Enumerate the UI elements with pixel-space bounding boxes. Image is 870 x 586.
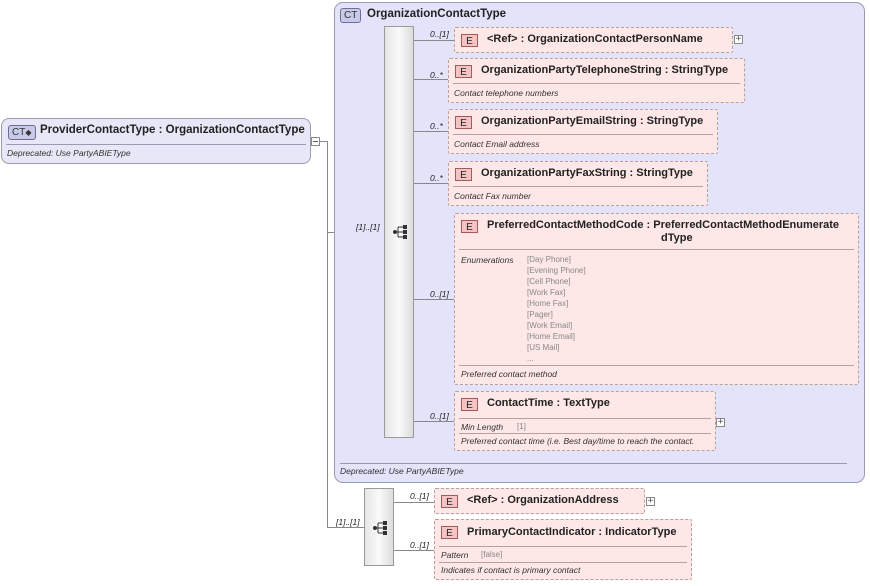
divider (459, 433, 711, 434)
element-icon: E (455, 116, 472, 129)
element-organization-address[interactable]: E <Ref> : OrganizationAddress (434, 488, 645, 514)
complex-type-annotation: Deprecated: Use PartyABIEType (340, 466, 464, 476)
divider (439, 562, 687, 563)
connector (414, 421, 454, 422)
connector (394, 502, 434, 503)
divider (453, 186, 703, 187)
expand-icon[interactable]: + (646, 496, 655, 506)
connector (414, 40, 454, 41)
element-documentation: Indicates if contact is primary contact (441, 565, 581, 575)
element-name: OrganizationPartyTelephoneString : Strin… (481, 64, 729, 76)
divider (459, 365, 854, 366)
element-documentation: Contact Email address (454, 139, 540, 149)
enum-value: [Work Email] (527, 321, 573, 330)
sequence-compositor[interactable] (364, 488, 394, 566)
enum-value: [Home Email] (527, 332, 576, 341)
element-icon: E (461, 34, 478, 47)
element-organization-contact-person-name[interactable]: E <Ref> : OrganizationContactPersonName (454, 27, 733, 53)
enum-value: [Evening Phone] (527, 266, 586, 275)
element-documentation: Contact telephone numbers (454, 88, 559, 98)
element-documentation: Preferred contact time (i.e. Best day/ti… (461, 436, 695, 446)
complex-type-icon: CT◆ (8, 125, 36, 140)
enumerations-label: Enumerations (461, 255, 514, 265)
element-name: ContactTime : TextType (487, 397, 610, 409)
expand-icon[interactable]: + (734, 34, 743, 44)
divider (340, 463, 847, 464)
expand-icon[interactable]: + (716, 417, 725, 427)
element-icon: E (455, 168, 472, 181)
element-organization-party-telephone-string[interactable]: E OrganizationPartyTelephoneString : Str… (448, 58, 745, 103)
enum-value: [Pager] (527, 310, 553, 319)
element-documentation: Preferred contact method (461, 369, 557, 379)
enumeration-list: [Day Phone] [Evening Phone] [Cell Phone]… (527, 254, 586, 364)
element-icon: E (441, 495, 458, 508)
connector (414, 183, 448, 184)
complex-type-title: OrganizationContactType (367, 8, 507, 20)
divider (6, 144, 306, 145)
enum-value: [US Mail] (527, 343, 560, 352)
element-multiplicity: 0..[1] (410, 491, 429, 501)
divider (439, 546, 687, 547)
sequence-multiplicity: [1]..[1] (356, 222, 380, 232)
element-multiplicity: 0..* (430, 70, 443, 80)
enum-value: [Home Fax] (527, 299, 569, 308)
facet-label: Min Length (461, 422, 504, 432)
root-type-title: ProviderContactType : OrganizationContac… (40, 124, 305, 136)
connector (414, 299, 454, 300)
element-contact-time[interactable]: E ContactTime : TextType Min Length [1] … (454, 391, 716, 451)
divider (459, 249, 854, 250)
element-icon: E (461, 220, 478, 233)
element-preferred-contact-method-code[interactable]: E PreferredContactMethodCode : Preferred… (454, 213, 859, 385)
connector (327, 527, 364, 528)
element-name: PreferredContactMethodCode : PreferredCo… (487, 219, 840, 231)
element-multiplicity: 0..[1] (430, 29, 449, 39)
element-organization-party-fax-string[interactable]: E OrganizationPartyFaxString : StringTyp… (448, 161, 708, 206)
complex-type-icon: CT (340, 8, 362, 23)
sequence-compositor[interactable] (384, 26, 414, 438)
element-primary-contact-indicator[interactable]: E PrimaryContactIndicator : IndicatorTyp… (434, 519, 692, 580)
root-annotation: Deprecated: Use PartyABIEType (7, 148, 131, 158)
element-documentation: Contact Fax number (454, 191, 532, 201)
root-complex-type[interactable]: CT◆ ProviderContactType : OrganizationCo… (1, 118, 311, 164)
divider (453, 83, 740, 84)
element-multiplicity: 0..[1] (430, 411, 449, 421)
enum-value: [Work Fax] (527, 288, 566, 297)
divider (453, 134, 713, 135)
divider (459, 418, 711, 419)
element-name: <Ref> : OrganizationContactPersonName (487, 33, 703, 45)
connector (414, 79, 448, 80)
connector (414, 131, 448, 132)
element-name: OrganizationPartyFaxString : StringType (481, 167, 693, 179)
element-multiplicity: 0..[1] (410, 540, 429, 550)
element-organization-party-email-string[interactable]: E OrganizationPartyEmailString : StringT… (448, 109, 718, 154)
element-name: OrganizationPartyEmailString : StringTyp… (481, 115, 704, 127)
facet-value: [1] (517, 422, 526, 431)
element-multiplicity: 0..* (430, 121, 443, 131)
sequence-icon (373, 521, 387, 535)
element-icon: E (441, 526, 458, 539)
enum-value: [Day Phone] (527, 255, 572, 264)
collapse-toggle[interactable] (311, 137, 320, 146)
element-multiplicity: 0..* (430, 173, 443, 183)
element-icon: E (461, 398, 478, 411)
connector (327, 141, 328, 527)
element-name: <Ref> : OrganizationAddress (467, 494, 619, 506)
facet-value: [false] (481, 550, 503, 559)
enum-value: [Cell Phone] (527, 277, 571, 286)
connector (320, 141, 327, 142)
element-name-continued: dType (661, 232, 693, 244)
sequence-multiplicity: [1]..[1] (336, 517, 360, 527)
element-icon: E (455, 65, 472, 78)
connector (394, 550, 434, 551)
enum-value: ... (527, 354, 534, 363)
sequence-icon (393, 225, 407, 239)
element-name: PrimaryContactIndicator : IndicatorType (467, 526, 677, 538)
facet-label: Pattern (441, 550, 469, 560)
element-multiplicity: 0..[1] (430, 289, 449, 299)
